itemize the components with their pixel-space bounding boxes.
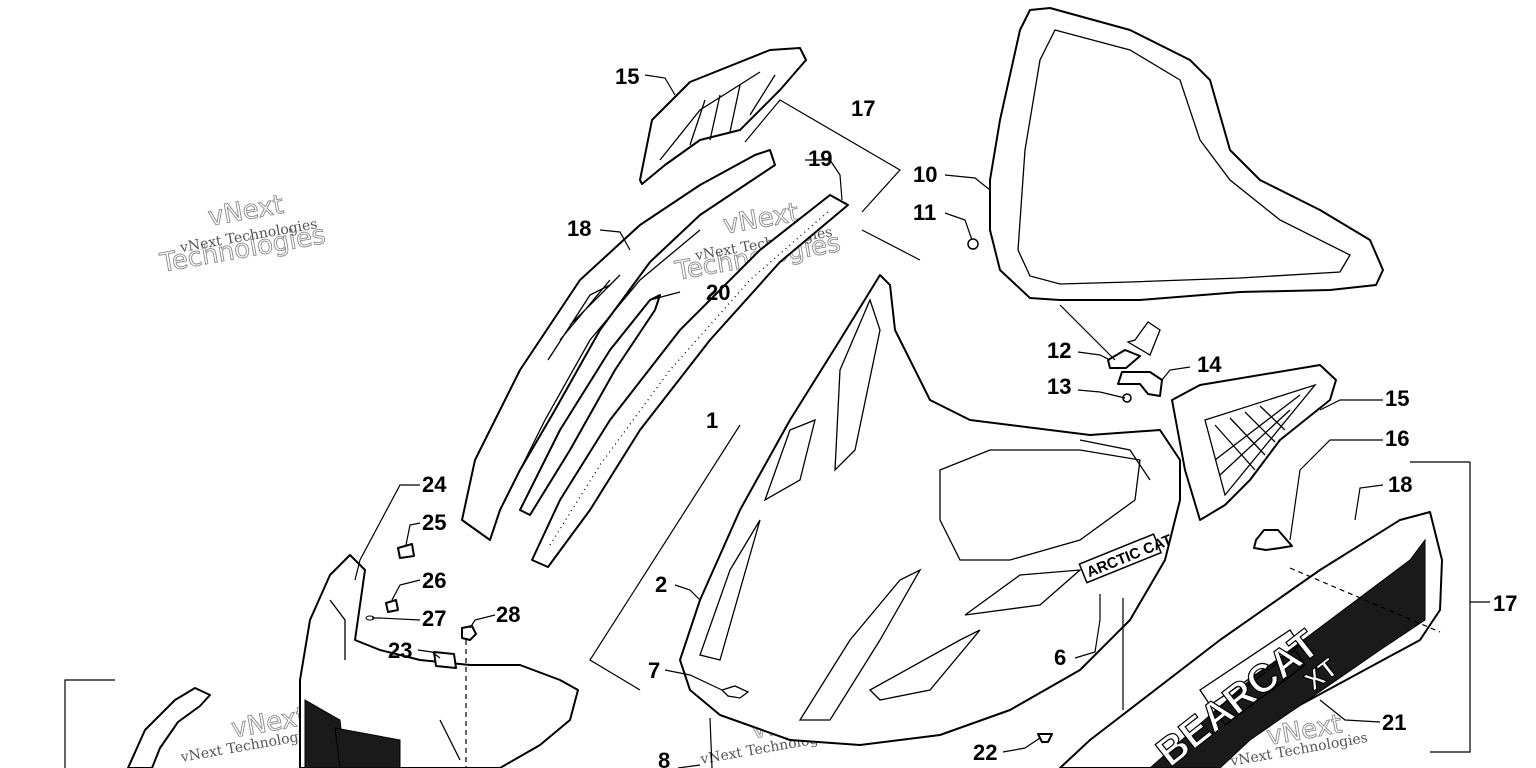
part-28-nut: [461, 625, 477, 641]
callout-23: 23: [388, 638, 412, 663]
callout-17-top: 17: [851, 96, 875, 121]
bracket-left-bottom: [64, 679, 115, 768]
callout-28: 28: [496, 602, 520, 627]
callout-13: 13: [1047, 374, 1071, 399]
part-25-screw: [397, 543, 415, 559]
part-22-screw: [1037, 733, 1053, 743]
part-11-knob: [967, 238, 979, 250]
watermark-1: vNext Technologies vNext Technologies: [157, 190, 329, 280]
callout-17-right: 17: [1493, 591, 1517, 616]
callouts: 15 17 19 18 20 1 10 11 12 13 14 15 16 18…: [388, 64, 1517, 768]
part-16-clip: [1253, 529, 1293, 551]
part-18-side-panel-right: [1059, 511, 1443, 768]
callout-24: 24: [422, 472, 447, 497]
part-15-vent-right: [1171, 364, 1337, 521]
part-19-foam-strip: [531, 194, 849, 568]
leader-lines: [354, 74, 1490, 768]
callout-1: 1: [706, 408, 718, 433]
part-20-trim: [519, 294, 661, 516]
part-18-side-panel-left: [461, 149, 776, 541]
callout-19: 19: [808, 146, 832, 171]
callout-16: 16: [1385, 426, 1409, 451]
callout-22: 22: [973, 740, 997, 765]
callout-2: 2: [655, 572, 667, 597]
part-tube: [127, 687, 211, 768]
part-24-bumper: [299, 554, 579, 768]
callout-15-top: 15: [615, 64, 639, 89]
callout-12: 12: [1047, 338, 1071, 363]
callout-18-right: 18: [1388, 472, 1412, 497]
part-12-14-bracket: [1107, 321, 1163, 403]
callout-11: 11: [913, 200, 936, 225]
callout-14: 14: [1197, 352, 1222, 377]
callout-26: 26: [422, 568, 446, 593]
callout-6: 6: [1054, 645, 1066, 670]
part-10-windshield: [989, 7, 1384, 301]
callout-27: 27: [422, 606, 446, 631]
callout-10: 10: [913, 162, 937, 187]
part-2-hood: [679, 274, 1181, 746]
part-15-vent-top: [639, 47, 807, 185]
part-7-emblem: [720, 685, 750, 699]
callout-18-left: 18: [567, 216, 591, 241]
callout-25: 25: [422, 510, 446, 535]
callout-7: 7: [648, 658, 660, 683]
part-23-clip: [433, 651, 457, 669]
callout-21: 21: [1382, 710, 1406, 735]
callout-15-right: 15: [1385, 386, 1409, 411]
callout-8: 8: [658, 748, 670, 768]
part-26-screw: [385, 599, 399, 613]
callout-20: 20: [706, 280, 730, 305]
